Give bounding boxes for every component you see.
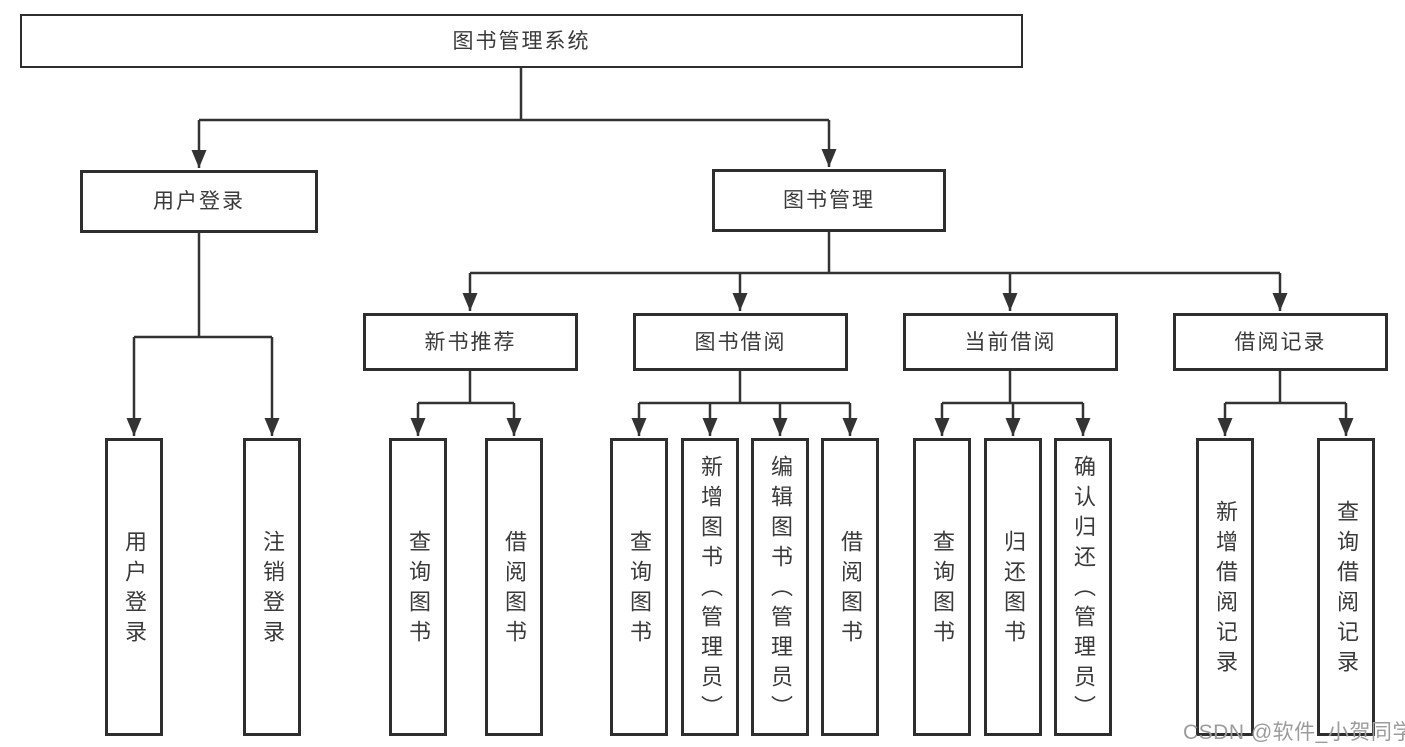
leaf-confirm-return-admin: 确认归还（管理员）	[1054, 438, 1112, 736]
leaf-borrow-books-recommendation: 借阅图书	[485, 438, 543, 736]
node-book-management: 图书管理	[712, 169, 946, 232]
node-new-book-recommendation: 新书推荐	[363, 313, 578, 371]
leaf-add-books-admin: 新增图书（管理员）	[681, 438, 739, 736]
leaf-query-books-current: 查询图书	[913, 438, 971, 736]
node-current-borrowing: 当前借阅	[903, 313, 1118, 371]
node-user-login: 用户登录	[80, 170, 318, 233]
leaf-query-books-recommendation: 查询图书	[389, 438, 447, 736]
node-library-management-system: 图书管理系统	[20, 14, 1023, 68]
leaf-return-books: 归还图书	[984, 438, 1042, 736]
node-borrowing-records: 借阅记录	[1173, 313, 1388, 371]
leaf-logout: 注销登录	[243, 438, 301, 736]
leaf-query-books-borrowing: 查询图书	[610, 438, 668, 736]
leaf-user-login: 用户登录	[105, 438, 163, 736]
leaf-query-borrow-record: 查询借阅记录	[1317, 438, 1375, 736]
leaf-borrow-books: 借阅图书	[821, 438, 879, 736]
leaf-edit-books-admin: 编辑图书（管理员）	[751, 438, 809, 736]
leaf-add-borrow-record: 新增借阅记录	[1196, 438, 1254, 736]
node-book-borrowing: 图书借阅	[633, 313, 848, 371]
csdn-watermark: CSDN @软件_小贺同学	[1183, 721, 1405, 744]
